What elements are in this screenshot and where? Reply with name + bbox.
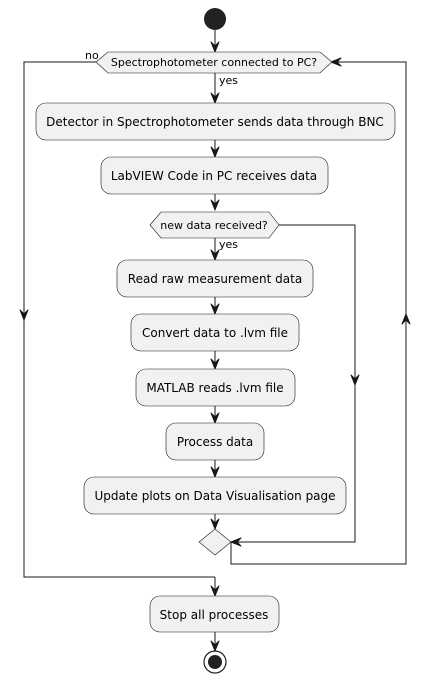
merge-node bbox=[198, 528, 232, 556]
end-node bbox=[203, 650, 227, 674]
start-node bbox=[204, 8, 226, 30]
decision-connected-label: Spectrophotometer connected to PC? bbox=[111, 56, 317, 69]
step-stop: Stop all processes bbox=[149, 595, 280, 633]
step-stop-label: Stop all processes bbox=[160, 608, 269, 622]
step-convert: Convert data to .lvm file bbox=[130, 313, 300, 352]
decision-new-data-yes-label: yes bbox=[219, 238, 238, 251]
arrowhead bbox=[230, 537, 242, 547]
arrowhead bbox=[210, 41, 220, 53]
step-labview: LabVIEW Code in PC receives data bbox=[100, 156, 329, 195]
arrowhead bbox=[210, 199, 220, 211]
step-matlab-label: MATLAB reads .lvm file bbox=[146, 381, 283, 395]
arrowhead bbox=[19, 309, 29, 321]
step-read-raw-label: Read raw measurement data bbox=[128, 272, 302, 286]
arrowhead bbox=[350, 374, 360, 386]
arrowhead bbox=[401, 313, 411, 325]
decision-connected-yes-label: yes bbox=[219, 74, 238, 87]
step-process: Process data bbox=[165, 422, 265, 461]
arrowhead bbox=[210, 303, 220, 315]
arrowhead bbox=[210, 358, 220, 370]
step-convert-label: Convert data to .lvm file bbox=[142, 326, 288, 340]
arrowhead bbox=[210, 466, 220, 478]
decision-connected: Spectrophotometer connected to PC? yes n… bbox=[85, 49, 333, 87]
arrowhead bbox=[330, 57, 342, 67]
arrowhead bbox=[210, 585, 220, 597]
arrowhead bbox=[210, 412, 220, 424]
arrowhead bbox=[210, 249, 220, 261]
step-matlab: MATLAB reads .lvm file bbox=[135, 368, 296, 407]
step-process-label: Process data bbox=[177, 435, 253, 449]
arrowhead bbox=[210, 640, 220, 652]
arrowhead bbox=[210, 92, 220, 104]
step-labview-label: LabVIEW Code in PC receives data bbox=[111, 169, 317, 183]
arrowhead bbox=[210, 146, 220, 158]
arrowheads bbox=[19, 41, 411, 652]
step-detector: Detector in Spectrophotometer sends data… bbox=[35, 102, 396, 141]
decision-connected-no-label: no bbox=[85, 49, 99, 62]
step-detector-label: Detector in Spectrophotometer sends data… bbox=[46, 115, 384, 129]
decision-new-data-label: new data received? bbox=[160, 219, 268, 232]
step-update: Update plots on Data Visualisation page bbox=[83, 476, 347, 515]
arrowhead bbox=[210, 518, 220, 530]
decision-new-data: new data received? yes bbox=[149, 211, 280, 251]
step-read-raw: Read raw measurement data bbox=[116, 259, 314, 298]
step-update-label: Update plots on Data Visualisation page bbox=[94, 489, 335, 503]
